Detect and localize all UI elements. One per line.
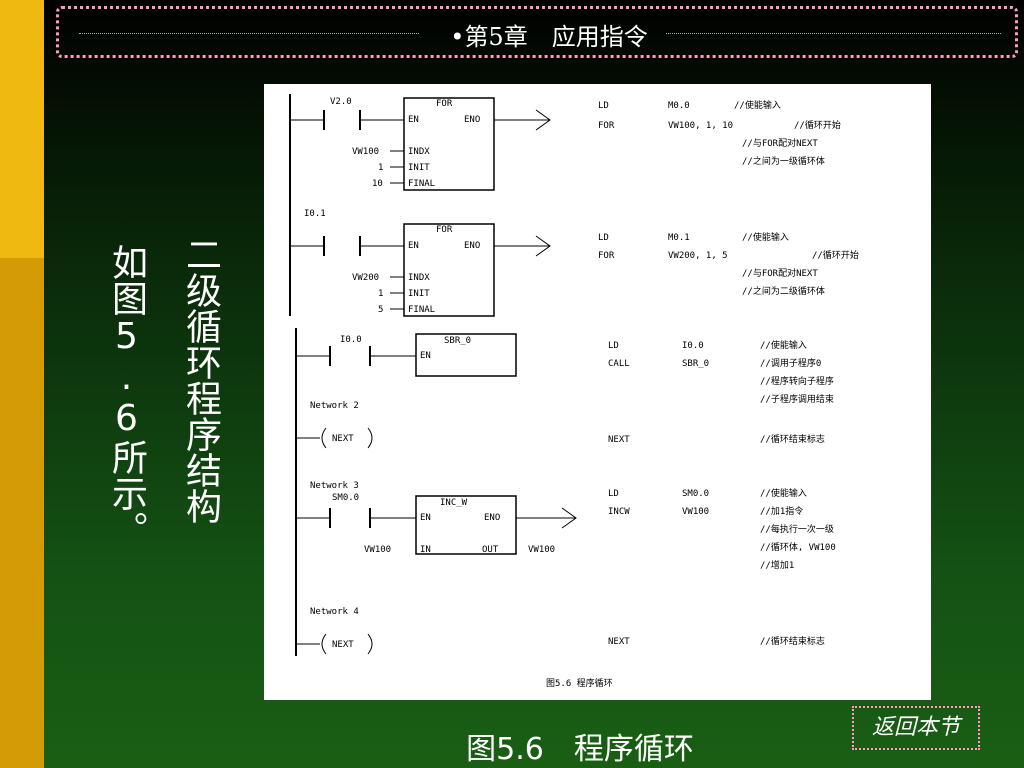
stl-1b: FOR: [598, 121, 615, 131]
cmt-2c: //与FOR配对NEXT: [742, 267, 818, 279]
b-cmt-1c: //程序转向子程序: [760, 375, 834, 387]
stl-arg-2b: VW200, 1, 5: [668, 251, 728, 261]
b-stl-3a: LD: [608, 489, 619, 499]
for-box-2-eno: ENO: [464, 241, 480, 251]
network4-label: Network 4: [310, 607, 359, 617]
stl-1a: LD: [598, 101, 609, 111]
inc-in-val: VW100: [364, 545, 391, 555]
inc-box-eno: ENO: [484, 513, 500, 523]
net2-contact-label: I0.1: [304, 209, 326, 219]
left-accent-bar-top: [0, 0, 44, 258]
b-cmt-3b: //加1指令: [760, 505, 803, 517]
inc-out-val: VW100: [528, 545, 555, 555]
b-stl-arg-1a: I0.0: [682, 341, 704, 351]
for-box-1-title: FOR: [436, 99, 453, 109]
for-box-2-en: EN: [408, 241, 419, 251]
pin-val-1a: VW100: [352, 147, 379, 157]
network2-label: Network 2: [310, 401, 359, 411]
b-cmt-next-2: //循环结束标志: [760, 635, 825, 647]
for-box-1-eno: ENO: [464, 115, 480, 125]
chapter-title: •第5章 应用指令: [450, 23, 648, 51]
figure-caption-small: 图5.6 程序循环: [546, 677, 613, 689]
next-coil-2: NEXT: [332, 640, 354, 650]
pin-indx-1: INDX: [408, 147, 430, 157]
ladder-diagram-figure: V2.0 FOR EN ENO INDX INIT FINAL VW100 1 …: [264, 84, 931, 700]
pin-init-1: INIT: [408, 163, 430, 173]
b-stl-next-1: NEXT: [608, 435, 630, 445]
cmt-1a: //使能输入: [734, 99, 781, 111]
b-stl-arg-3b: VW100: [682, 507, 709, 517]
sbr-box: [415, 333, 517, 377]
sbr-box-title: SBR_0: [444, 336, 471, 346]
b-stl-arg-1b: SBR_0: [682, 359, 709, 369]
b-net3-contact-label: SM0.0: [332, 493, 359, 503]
for-box-1-en: EN: [408, 115, 419, 125]
next-coil-1: NEXT: [332, 434, 354, 444]
b-cmt-3e: //增加1: [760, 559, 794, 571]
b-stl-1b: CALL: [608, 359, 630, 369]
inc-in-pin: IN: [420, 545, 431, 555]
b-cmt-next-1: //循环结束标志: [760, 433, 825, 445]
b-cmt-1d: //子程序调用结束: [760, 393, 834, 405]
pin-val-1c: 10: [372, 179, 383, 189]
stl-2a: LD: [598, 233, 609, 243]
pin-val-2a: VW200: [352, 273, 379, 283]
inc-out-pin: OUT: [482, 545, 499, 555]
sbr-box-en: EN: [420, 351, 431, 361]
net1-contact-label: V2.0: [330, 97, 352, 107]
cmt-2a: //使能输入: [742, 231, 789, 243]
network3-label: Network 3: [310, 481, 359, 491]
vertical-subheading: 如图5.6所示。: [106, 244, 147, 547]
b-cmt-3d: //循环体, VW100: [760, 541, 836, 553]
pin-val-2c: 5: [378, 305, 383, 315]
for-box-2-title: FOR: [436, 225, 453, 235]
header-rule-left: [79, 33, 419, 34]
coil-arrow-1: [535, 109, 551, 131]
cmt-1b: //循环开始: [794, 119, 841, 131]
figure-caption: 图5.6 程序循环: [466, 732, 694, 767]
pin-val-2b: 1: [378, 289, 383, 299]
b-cmt-1b: //调用子程序0: [760, 357, 821, 369]
stl-2b: FOR: [598, 251, 615, 261]
cmt-1c: //与FOR配对NEXT: [742, 137, 818, 149]
cmt-2d: //之间为二级循环体: [742, 285, 825, 297]
inc-box-en: EN: [420, 513, 431, 523]
b-cmt-3c: //每执行一次一级: [760, 523, 834, 535]
inc-box: [415, 495, 517, 555]
pin-indx-2: INDX: [408, 273, 430, 283]
stl-arg-2a: M0.1: [668, 233, 690, 243]
inc-box-title: INC_W: [440, 498, 468, 508]
stl-arg-1a: M0.0: [668, 101, 690, 111]
for-box-1: [403, 97, 495, 191]
vertical-heading: 二级循环程序结构: [180, 236, 221, 524]
b-stl-arg-3a: SM0.0: [682, 489, 709, 499]
b-cmt-3a: //使能输入: [760, 487, 807, 499]
pin-init-2: INIT: [408, 289, 430, 299]
b-net1-contact-label: I0.0: [340, 335, 362, 345]
for-box-2: [403, 223, 495, 317]
chapter-header: •第5章 应用指令: [56, 6, 1018, 58]
b-stl-next-2: NEXT: [608, 637, 630, 647]
b-cmt-1a: //使能输入: [760, 339, 807, 351]
cmt-2b: //循环开始: [812, 249, 859, 261]
pin-val-1b: 1: [378, 163, 383, 173]
b-stl-3b: INCW: [608, 507, 630, 517]
pin-final-1: FINAL: [408, 179, 435, 189]
header-rule-right: [666, 33, 1001, 34]
left-accent-bar: [0, 0, 44, 768]
pin-final-2: FINAL: [408, 305, 435, 315]
cmt-1d: //之间为一级循环体: [742, 155, 825, 167]
stl-arg-1b: VW100, 1, 10: [668, 121, 733, 131]
back-to-section-button[interactable]: 返回本节: [852, 706, 980, 750]
b-stl-1a: LD: [608, 341, 619, 351]
